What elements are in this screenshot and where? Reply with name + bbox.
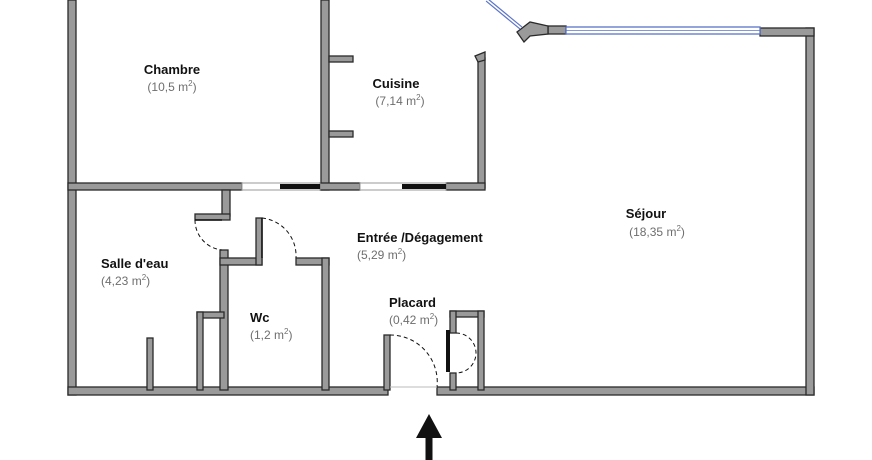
- door-swing-sde: [194, 219, 223, 251]
- wall-bay-corner: [516, 21, 549, 44]
- door-swing-placard: [455, 332, 477, 374]
- wall-sde-right-lower: [219, 249, 229, 391]
- wall-left: [67, 0, 77, 396]
- wall-top-mid: [547, 25, 567, 35]
- window-sejour: [565, 26, 761, 35]
- door-block-chambre: [280, 184, 320, 189]
- wall-chambre-bottom: [67, 182, 243, 191]
- window-bay: [485, 0, 523, 30]
- wall-sde-door-stub: [194, 213, 231, 221]
- wall-bottom-right: [436, 386, 815, 396]
- room-label-salle-deau: Salle d'eau (4,23 m2): [101, 256, 168, 288]
- room-label-entree: Entrée /Dégagement (5,29 m2): [357, 230, 483, 262]
- wall-cuisine-bottom-2: [445, 182, 486, 191]
- room-label-wc: Wc (1,2 m2): [250, 310, 292, 342]
- wall-cuisine-top-stub: [474, 51, 486, 63]
- door-block-placard: [446, 330, 450, 372]
- wall-wc-right: [321, 257, 330, 391]
- wall-cuisine-right: [477, 57, 486, 189]
- wall-placard-bottom-left: [449, 372, 457, 391]
- room-name: Wc: [250, 310, 270, 325]
- wall-cuisine-bottom-1: [319, 182, 361, 191]
- wall-placard-left: [449, 310, 457, 334]
- wall-wc-door-jamb: [255, 217, 263, 266]
- entrance-arrow-icon: [416, 414, 442, 460]
- room-name: Salle d'eau: [101, 256, 168, 271]
- wall-sde-partition-1: [146, 337, 154, 391]
- room-area: (10,5 m2): [147, 79, 196, 94]
- room-name: Chambre: [144, 62, 200, 77]
- wall-entry-left-jamb: [383, 334, 391, 391]
- windows: [241, 0, 761, 191]
- wall-cuisine-stub-2: [328, 130, 354, 138]
- room-area: (18,35 m2): [629, 224, 685, 239]
- door-swings: [194, 217, 477, 388]
- wall-top-right: [759, 27, 815, 37]
- room-area: (4,23 m2): [101, 273, 150, 288]
- room-label-sejour: Séjour (18,35 m2): [626, 206, 685, 239]
- room-area: (0,42 m2): [389, 312, 438, 327]
- door-leaves: [195, 218, 263, 258]
- walls: [67, 0, 815, 396]
- wall-sde-right-upper: [221, 189, 231, 217]
- wall-sde-partition-3: [196, 311, 204, 391]
- wall-cuisine-stub-1: [328, 55, 354, 63]
- room-label-placard: Placard (0,42 m2): [389, 295, 438, 327]
- room-name: Cuisine: [373, 76, 420, 91]
- door-swing-entry: [389, 334, 438, 388]
- room-area: (5,29 m2): [357, 247, 406, 262]
- door-blocks: [280, 184, 450, 372]
- room-label-chambre: Chambre (10,5 m2): [144, 62, 200, 94]
- wall-chambre-cuisine: [320, 0, 330, 191]
- room-area: (1,2 m2): [250, 327, 292, 342]
- door-block-cuisine: [402, 184, 446, 189]
- wall-placard-right: [477, 310, 485, 391]
- room-name: Entrée /Dégagement: [357, 230, 483, 245]
- room-area: (7,14 m2): [375, 93, 424, 108]
- wall-right: [805, 27, 815, 396]
- door-swing-wc: [261, 217, 297, 259]
- room-name: Placard: [389, 295, 436, 310]
- room-name: Séjour: [626, 206, 666, 221]
- room-label-cuisine: Cuisine (7,14 m2): [373, 76, 425, 108]
